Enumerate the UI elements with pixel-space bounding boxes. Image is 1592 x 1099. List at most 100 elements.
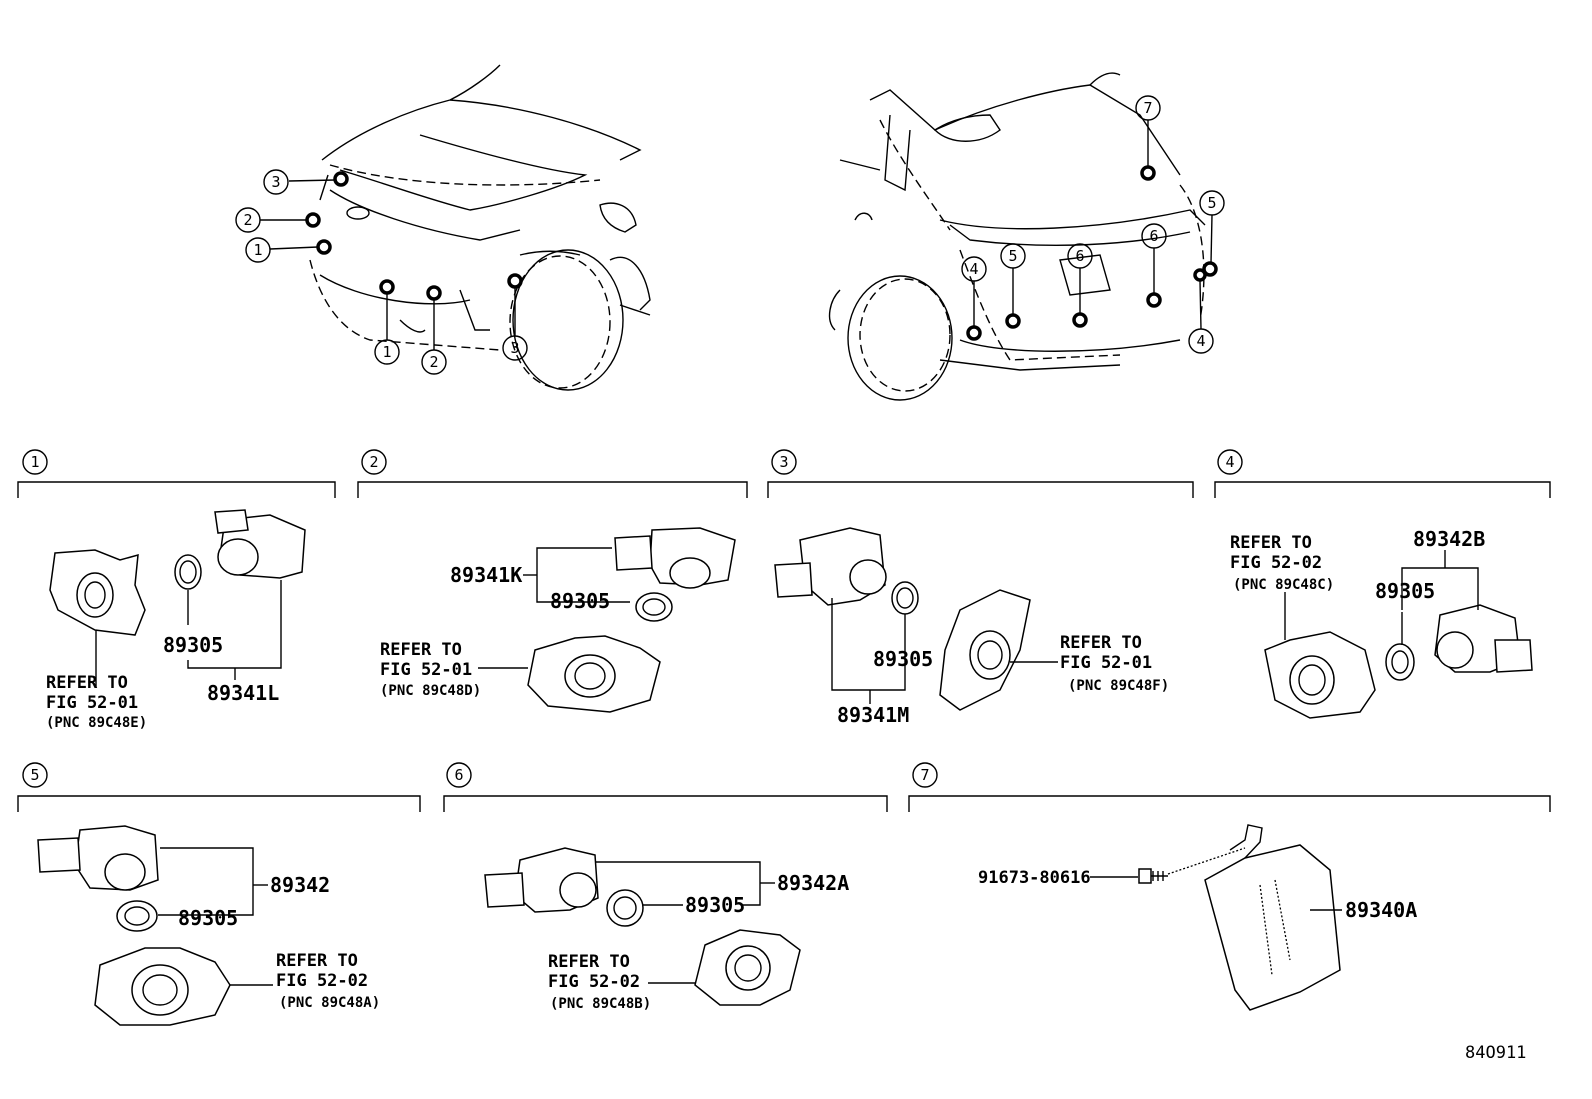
svg-text:3: 3 [271, 173, 280, 191]
refer-to-sec2: REFER TO [380, 640, 462, 660]
svg-text:1: 1 [30, 453, 39, 471]
svg-text:6: 6 [454, 766, 463, 784]
sensor-89342-illustration [37, 825, 159, 891]
callout-6-rear-right: 6 [1141, 223, 1167, 249]
front-sensor-2b-location [426, 285, 442, 301]
svg-text:5: 5 [1008, 247, 1017, 265]
refer-to-sec6: REFER TO [548, 952, 630, 972]
svg-text:4: 4 [969, 260, 978, 278]
label-89305-sec6: 89305 [685, 893, 745, 917]
grommet-89305-sec5-illustration [116, 900, 158, 932]
callout-4-rear-right: 4 [1188, 328, 1214, 354]
svg-text:7: 7 [1143, 99, 1152, 117]
svg-text:4: 4 [1225, 453, 1234, 471]
section-5-header: 5 [17, 762, 421, 812]
grommet-89305-illustration [174, 554, 202, 590]
refer-to-sec5: REFER TO [276, 951, 358, 971]
svg-text:2: 2 [369, 453, 378, 471]
label-91673-80616: 91673-80616 [978, 868, 1091, 888]
figure-id: 84O911 [1465, 1043, 1526, 1063]
label-89342A: 89342A [777, 871, 849, 895]
callout-1-front: 1 [245, 237, 271, 263]
grommet-89305-sec3-illustration [891, 581, 919, 615]
refer-to-sec4: REFER TO [1230, 533, 1312, 553]
section-3-header: 3 [767, 449, 1194, 498]
front-sensor-3b-location [507, 273, 523, 289]
svg-text:4: 4 [1196, 332, 1205, 350]
svg-text:2: 2 [429, 353, 438, 371]
section-6-header: 6 [443, 762, 888, 812]
section-1-parts: 89305 89341L REFER TO FIG 52-01 (PNC 89C… [46, 509, 306, 731]
label-89341M: 89341M [837, 703, 909, 727]
section-7-header: 7 [908, 762, 1551, 812]
callout-2-front: 2 [235, 207, 261, 233]
pnc-89C48D: (PNC 89C48D) [380, 683, 481, 699]
section-1-header: 1 [17, 449, 336, 498]
sensor-89341L-illustration [214, 509, 306, 579]
fig-52-01-sec3: FIG 52-01 [1060, 653, 1152, 673]
section-7-parts: 91673-80616 89340A [978, 824, 1417, 1011]
grommet-89305-sec2-illustration [635, 592, 673, 622]
sensor-89342B-illustration [1434, 604, 1533, 673]
label-89341K: 89341K [450, 563, 522, 587]
svg-text:6: 6 [1149, 227, 1158, 245]
rear-sensor-4b-location [1193, 268, 1207, 282]
section-4-header: 4 [1214, 449, 1551, 498]
bracket-89C48A-illustration [94, 947, 231, 1026]
sensor-89341M-illustration [774, 527, 887, 606]
callout-4-rear-left: 4 [961, 256, 987, 282]
bracket-89C48D-illustration [527, 635, 661, 713]
label-89305-sec3: 89305 [873, 647, 933, 671]
control-module-89340A-illustration [1204, 824, 1341, 1011]
label-89340A: 89340A [1345, 898, 1417, 922]
rear-sensor-5-location [1202, 261, 1218, 277]
svg-text:1: 1 [253, 241, 262, 259]
label-89305-sec1: 89305 [163, 633, 223, 657]
callout-6-rear-left: 6 [1067, 243, 1093, 269]
fig-52-01-sec2: FIG 52-01 [380, 660, 472, 680]
bracket-89C48C-illustration [1264, 631, 1376, 719]
section-2-header: 2 [357, 449, 748, 498]
svg-text:6: 6 [1075, 247, 1084, 265]
refer-to-sec1: REFER TO [46, 673, 128, 693]
section-6-parts: 89342A 89305 REFER TO FIG 52-02 (PNC 89C… [484, 847, 849, 1012]
sensor-89342A-illustration [484, 847, 599, 913]
bolt-91673-80616-illustration [1138, 868, 1168, 884]
pnc-89C48A: (PNC 89C48A) [279, 995, 380, 1011]
rear-sensor-6b-location [1146, 292, 1162, 308]
pnc-89C48B: (PNC 89C48B) [550, 996, 651, 1012]
front-sensor-1-location [316, 239, 332, 255]
front-vehicle-view: 3 2 1 1 2 3 [235, 64, 651, 391]
front-sensor-3-location [333, 171, 349, 187]
svg-text:5: 5 [30, 766, 39, 784]
front-sensor-1b-location [379, 279, 395, 295]
front-sensor-2-location [305, 212, 321, 228]
fig-52-02-sec6: FIG 52-02 [548, 972, 640, 992]
callout-1-front-lower: 1 [374, 339, 400, 365]
rear-sensor-7-location [1140, 165, 1156, 181]
svg-text:3: 3 [779, 453, 788, 471]
bracket-89C48F-illustration [939, 589, 1031, 711]
label-89305-sec2: 89305 [550, 589, 610, 613]
section-4-parts: 89342B 89305 REFER TO FIG 52-02 (PNC 89C… [1230, 527, 1533, 719]
label-89305-sec5: 89305 [178, 906, 238, 930]
svg-text:1: 1 [382, 343, 391, 361]
pnc-89C48C: (PNC 89C48C) [1233, 577, 1334, 593]
section-5-parts: 89342 89305 REFER TO FIG 52-02 (PNC 89C4… [37, 825, 380, 1026]
pnc-89C48F: (PNC 89C48F) [1068, 678, 1169, 694]
svg-text:3: 3 [510, 339, 519, 357]
label-89342B: 89342B [1413, 527, 1485, 551]
label-89341L: 89341L [207, 681, 279, 705]
rear-vehicle-view: 7 5 5 6 6 4 4 [828, 72, 1225, 401]
grommet-89305-sec6-illustration [606, 889, 644, 927]
section-2-parts: 89341K 89305 REFER TO FIG 52-01 (PNC 89C… [380, 527, 736, 713]
refer-to-sec3: REFER TO [1060, 633, 1142, 653]
callout-3-front-lower: 3 [502, 335, 528, 361]
sensor-89341K-illustration [614, 527, 736, 589]
callout-5-rear-left: 5 [1000, 243, 1026, 269]
rear-sensor-5b-location [1005, 313, 1021, 329]
fig-52-02-sec4: FIG 52-02 [1230, 553, 1322, 573]
bracket-89C48B-illustration [694, 929, 801, 1006]
svg-text:5: 5 [1207, 194, 1216, 212]
